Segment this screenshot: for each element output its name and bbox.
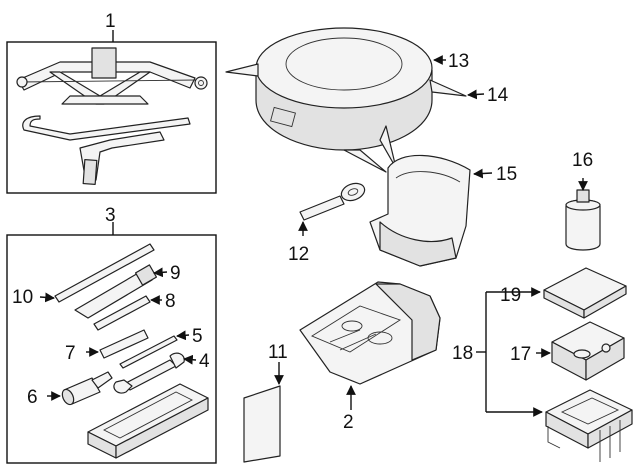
callout-3: 3 [105, 205, 116, 226]
open-end-wrench [113, 352, 185, 394]
jack-kit-group: 1 [6, 11, 217, 194]
leader-9 [153, 267, 168, 278]
jack-kit-frame [6, 41, 217, 194]
jack-handle [22, 115, 191, 185]
kit-lid [543, 267, 627, 319]
tool-case [87, 383, 209, 459]
leader-15 [473, 168, 493, 179]
tommy-bar [93, 295, 151, 331]
callout-9: 9 [170, 263, 181, 284]
screwdriver [61, 371, 113, 406]
spare-tire-cover: 13 14 [225, 27, 509, 173]
callout-8: 8 [165, 291, 176, 312]
callout-19: 19 [500, 285, 521, 306]
pliers-grip [99, 329, 149, 359]
callout-15: 15 [496, 164, 517, 185]
kit-mount-bracket [545, 389, 633, 462]
callout-16: 16 [572, 150, 593, 171]
callout-6: 6 [27, 387, 38, 408]
leader-5 [176, 330, 190, 341]
tool-kit-group: 3 10 9 8 7 5 4 [6, 205, 217, 464]
callout-5: 5 [192, 326, 203, 347]
callout-18: 18 [452, 343, 473, 364]
callout-13: 13 [448, 51, 469, 72]
tool-kit-frame [6, 234, 217, 464]
scissor-jack [16, 47, 208, 105]
extension-rod [54, 243, 155, 303]
leader-14 [467, 89, 485, 100]
callout-2: 2 [343, 412, 354, 433]
callout-10: 10 [12, 287, 33, 308]
tool-tray: 2 [299, 281, 441, 433]
spacer-foam: 15 [369, 154, 517, 267]
callout-7: 7 [65, 343, 76, 364]
sealant-bottle: 16 [565, 150, 601, 251]
owners-manual: 11 [243, 342, 288, 463]
callout-12: 12 [288, 244, 309, 265]
callout-17: 17 [510, 344, 531, 365]
callout-4: 4 [199, 351, 210, 372]
callout-1: 1 [105, 11, 116, 32]
callout-11: 11 [268, 342, 288, 363]
air-compressor [551, 321, 625, 381]
repair-kit-group: 18 19 17 [452, 267, 633, 462]
leader-10 [39, 292, 55, 303]
callout-14: 14 [487, 85, 509, 106]
leader-4 [183, 354, 197, 365]
tow-eye: 12 [288, 182, 366, 265]
